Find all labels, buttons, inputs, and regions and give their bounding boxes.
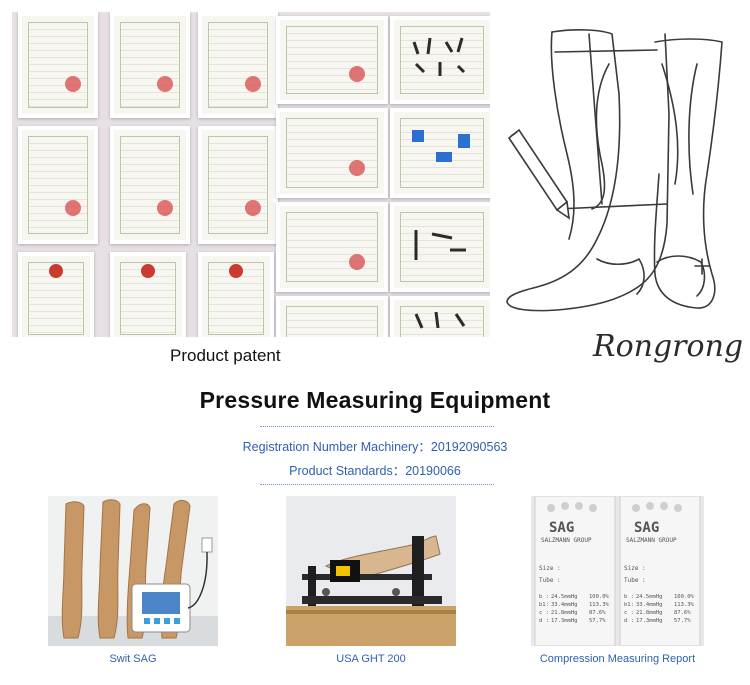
swit-sag-photo [48, 496, 218, 646]
report-brand: SAG [634, 520, 659, 536]
ght-machine-illustration [286, 496, 456, 646]
report-row-key: b1: [539, 602, 549, 608]
divider-bottom [260, 484, 494, 485]
report-row-key: b1: [624, 602, 634, 608]
report-row-pct: 100.0% [589, 594, 610, 600]
equipment-caption: USA GHT 200 [336, 653, 406, 665]
copyright-certificate [276, 296, 388, 337]
designer-signature: Rongrong [592, 329, 743, 364]
leg-forms-with-device [48, 499, 218, 646]
report-row-value: 21.8mmHg [636, 610, 663, 616]
patent-certificate [18, 12, 98, 118]
report-row-value: 33.4mmHg [551, 602, 578, 608]
report-row-key: d : [624, 618, 634, 624]
patent-certificate [198, 252, 274, 337]
patent-certificate [110, 252, 186, 337]
report-row-value: 24.5mmHg [551, 594, 578, 600]
report-field-size: Size : [539, 565, 561, 572]
report-row-value: 21.8mmHg [551, 610, 578, 616]
product-standards: Product Standards：20190066 [289, 464, 461, 478]
report-field-tube: Tube : [539, 577, 561, 584]
sock-sketch-illustration: Rongrong [506, 29, 743, 364]
patent-certificate [110, 126, 190, 244]
report-row-key: b : [624, 594, 634, 600]
report-printout-illustration: SAG SAG SALZMANN GROUP SALZMANN GROUP Si… [531, 496, 704, 646]
equipment-caption: Compression Measuring Report [539, 653, 696, 665]
report-row-value: 33.4mmHg [636, 602, 663, 608]
equipment-caption: Swit SAG [109, 653, 157, 665]
copyright-certificate [276, 16, 388, 104]
patent-certificate [18, 126, 98, 244]
report-row-pct: 87.6% [589, 610, 606, 616]
sample-certificate [390, 202, 490, 292]
report-row-key: c : [624, 610, 634, 616]
report-row-pct: 57.7% [589, 618, 606, 624]
registration-number: Registration Number Machinery：2019209056… [242, 440, 508, 454]
usa-ght-200-photo [286, 496, 456, 646]
sock-sample-marks [412, 37, 470, 329]
patent-certificate [18, 252, 94, 337]
report-row-pct: 57.7% [674, 618, 691, 624]
report-row-pct: 113.3% [674, 602, 695, 608]
copyright-certificate [276, 202, 388, 292]
report-field-size: Size : [624, 565, 646, 572]
report-row-value: 17.3mmHg [551, 618, 578, 624]
compression-report-photo: SAG SAG SALZMANN GROUP SALZMANN GROUP Si… [531, 496, 704, 646]
report-company: SALZMANN GROUP [626, 537, 677, 544]
report-row-key: b : [539, 594, 549, 600]
report-row-pct: 87.6% [674, 610, 691, 616]
report-company: SALZMANN GROUP [541, 537, 592, 544]
report-field-tube: Tube : [624, 577, 646, 584]
patent-wall-photo [12, 12, 490, 337]
section-title: Pressure Measuring Equipment [199, 387, 551, 413]
sample-certificate [390, 16, 490, 104]
report-row-value: 17.3mmHg [636, 618, 663, 624]
copyright-certificate [276, 108, 388, 198]
sample-certificate [390, 296, 490, 337]
report-row-key: d : [539, 618, 549, 624]
report-brand: SAG [549, 520, 574, 536]
report-row-pct: 113.3% [589, 602, 610, 608]
patent-caption: Product patent [170, 346, 281, 365]
patent-certificate [110, 12, 190, 118]
divider-top [260, 426, 494, 427]
report-row-value: 24.5mmHg [636, 594, 663, 600]
report-row-pct: 100.0% [674, 594, 695, 600]
report-row-key: c : [539, 610, 549, 616]
patent-certificate [198, 126, 278, 244]
